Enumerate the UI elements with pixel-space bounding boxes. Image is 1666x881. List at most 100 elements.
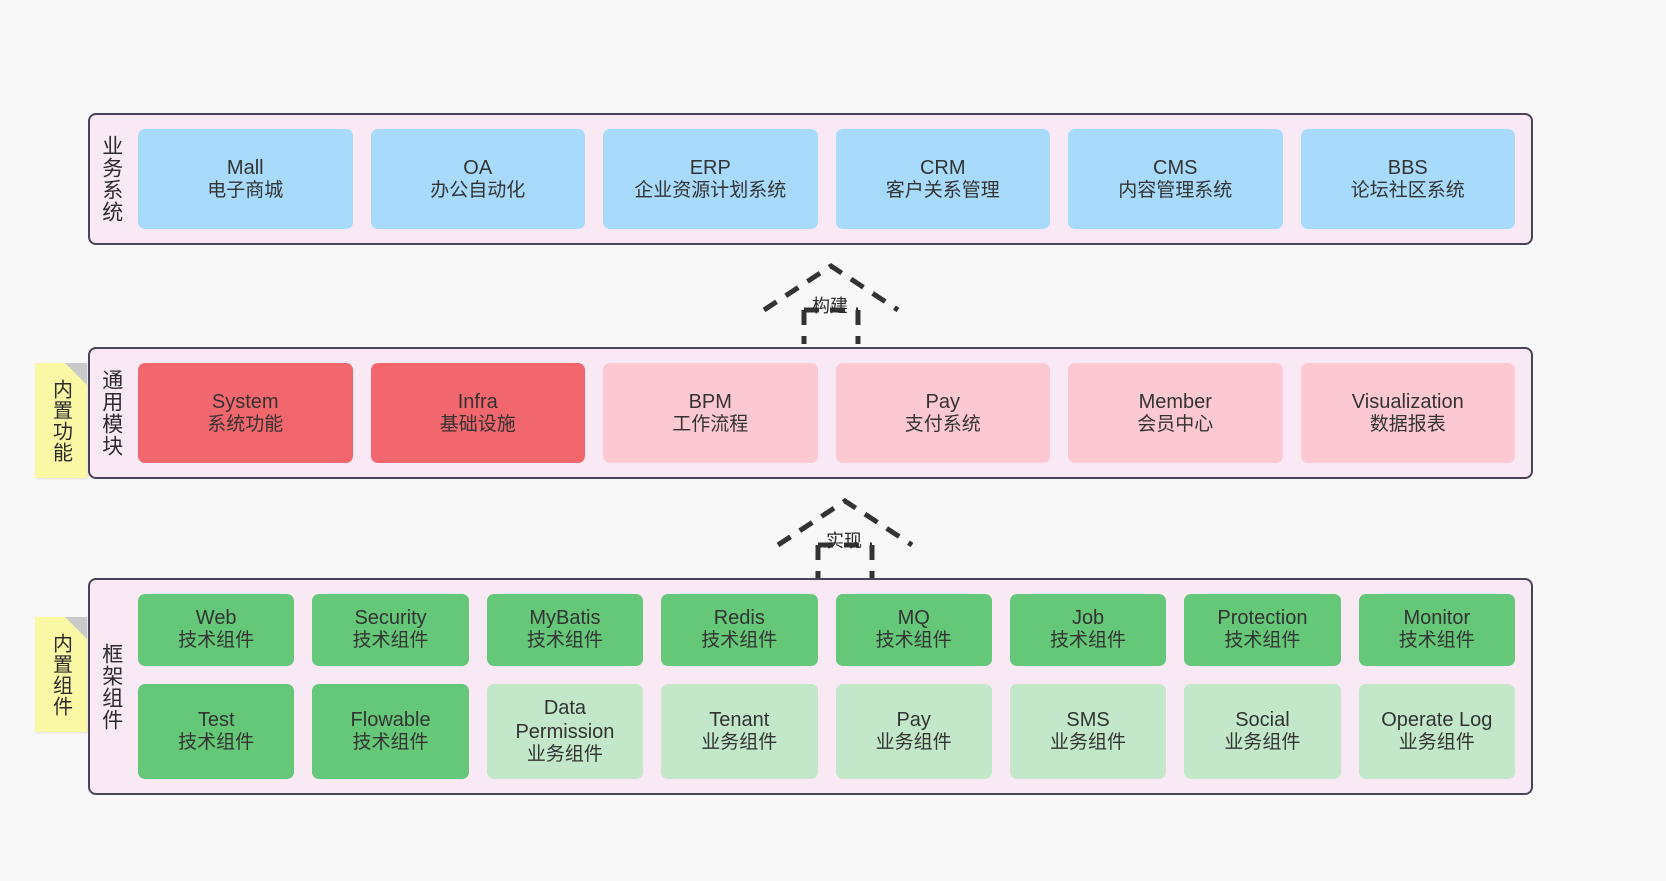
folded-corner-icon — [65, 617, 87, 639]
card-row: Mall 电子商城 OA 办公自动化 ERP 企业资源计划系统 CRM 客户关系… — [138, 129, 1515, 229]
layer-common-modules: 通用模块 System 系统功能 Infra 基础设施 BPM 工作流程 Pay… — [88, 347, 1533, 479]
card-subtitle: 会员中心 — [1137, 413, 1214, 435]
card-redis[interactable]: Redis 技术组件 — [661, 594, 818, 666]
card-subtitle: 技术组件 — [1398, 630, 1475, 652]
card-social[interactable]: Social 业务组件 — [1184, 683, 1341, 779]
connector-build-label: 构建 — [812, 296, 848, 316]
card-subtitle: 支付系统 — [904, 413, 981, 435]
card-title: Data Permission — [515, 696, 615, 743]
layer-business-systems: 业务系统 Mall 电子商城 OA 办公自动化 ERP 企业资源计划系统 CRM… — [88, 113, 1533, 245]
card-title: Visualization — [1351, 390, 1464, 413]
card-title: OA — [463, 156, 493, 179]
card-subtitle: 业务组件 — [1050, 731, 1127, 753]
card-subtitle: 业务组件 — [875, 731, 952, 753]
card-title: Test — [197, 708, 235, 731]
layer-framework-components: 框架组件 Web 技术组件 Security 技术组件 MyBatis 技术组件… — [88, 578, 1533, 795]
connector-build — [756, 258, 906, 346]
layer-title-business-systems: 业务系统 — [99, 135, 123, 223]
card-subtitle: 企业资源计划系统 — [634, 179, 787, 201]
card-title: BBS — [1387, 156, 1428, 179]
layer-title-common-modules: 通用模块 — [99, 369, 123, 457]
layer-body-business-systems: Mall 电子商城 OA 办公自动化 ERP 企业资源计划系统 CRM 客户关系… — [132, 115, 1531, 243]
card-title: Infra — [457, 390, 498, 413]
card-mq[interactable]: MQ 技术组件 — [835, 594, 992, 666]
card-bpm[interactable]: BPM 工作流程 — [603, 363, 818, 463]
sticky-note-builtin-function[interactable]: 内置功能 — [35, 363, 87, 478]
card-subtitle: 技术组件 — [178, 731, 255, 753]
card-subtitle: 技术组件 — [526, 630, 603, 652]
card-row: System 系统功能 Infra 基础设施 BPM 工作流程 Pay 支付系统… — [138, 363, 1515, 463]
card-title: Pay — [925, 390, 960, 413]
card-row-technical: Web 技术组件 Security 技术组件 MyBatis 技术组件 Redi… — [138, 594, 1515, 666]
card-subtitle: 技术组件 — [352, 731, 429, 753]
card-title: System — [211, 390, 279, 413]
card-subtitle: 工作流程 — [672, 413, 749, 435]
card-pay-business[interactable]: Pay 业务组件 — [835, 683, 992, 779]
card-title: CMS — [1153, 156, 1198, 179]
card-monitor[interactable]: Monitor 技术组件 — [1358, 594, 1515, 666]
card-row-business: Test 技术组件 Flowable 技术组件 Data Permission … — [138, 683, 1515, 779]
card-protection[interactable]: Protection 技术组件 — [1184, 594, 1341, 666]
card-title: Protection — [1217, 607, 1308, 630]
card-mybatis[interactable]: MyBatis 技术组件 — [486, 594, 644, 666]
card-subtitle: 论坛社区系统 — [1350, 179, 1465, 201]
card-subtitle: 技术组件 — [701, 630, 778, 652]
card-title: Operate Log — [1381, 708, 1493, 731]
card-subtitle: 电子商城 — [207, 179, 284, 201]
card-visualization[interactable]: Visualization 数据报表 — [1300, 363, 1515, 463]
card-title: Security — [354, 607, 427, 630]
card-bbs[interactable]: BBS 论坛社区系统 — [1300, 129, 1515, 229]
card-system[interactable]: System 系统功能 — [138, 363, 353, 463]
card-test[interactable]: Test 技术组件 — [138, 683, 295, 779]
card-operate-log[interactable]: Operate Log 业务组件 — [1358, 683, 1515, 779]
card-subtitle: 客户关系管理 — [885, 179, 1000, 201]
card-title: Pay — [896, 708, 931, 731]
card-subtitle: 业务组件 — [526, 743, 603, 765]
card-security[interactable]: Security 技术组件 — [312, 594, 469, 666]
card-subtitle: 系统功能 — [207, 413, 284, 435]
card-subtitle: 技术组件 — [1224, 630, 1301, 652]
card-infra[interactable]: Infra 基础设施 — [370, 363, 585, 463]
card-cms[interactable]: CMS 内容管理系统 — [1068, 129, 1283, 229]
card-subtitle: 技术组件 — [1050, 630, 1127, 652]
card-tenant[interactable]: Tenant 业务组件 — [661, 683, 818, 779]
card-sms[interactable]: SMS 业务组件 — [1009, 683, 1167, 779]
card-member[interactable]: Member 会员中心 — [1068, 363, 1283, 463]
connector-implement-label: 实现 — [826, 531, 862, 551]
card-title: MyBatis — [529, 607, 601, 630]
card-title: SMS — [1066, 708, 1110, 731]
card-pay[interactable]: Pay 支付系统 — [835, 363, 1050, 463]
card-flowable[interactable]: Flowable 技术组件 — [312, 683, 469, 779]
card-title: CRM — [919, 156, 966, 179]
card-oa[interactable]: OA 办公自动化 — [370, 129, 585, 229]
generalization-arrow-icon — [762, 263, 900, 344]
card-title: Social — [1235, 708, 1290, 731]
card-title: Member — [1138, 390, 1212, 413]
card-title: Job — [1071, 607, 1105, 630]
card-subtitle: 业务组件 — [1224, 731, 1301, 753]
card-subtitle: 基础设施 — [439, 413, 516, 435]
card-subtitle: 办公自动化 — [430, 179, 526, 201]
sticky-note-builtin-component[interactable]: 内置组件 — [35, 617, 87, 732]
card-job[interactable]: Job 技术组件 — [1009, 594, 1167, 666]
connector-implement — [770, 493, 920, 581]
layer-body-framework-components: Web 技术组件 Security 技术组件 MyBatis 技术组件 Redi… — [132, 580, 1531, 793]
card-title: Redis — [713, 607, 765, 630]
card-data-permission[interactable]: Data Permission 业务组件 — [486, 683, 644, 779]
card-web[interactable]: Web 技术组件 — [138, 594, 295, 666]
sticky-note-label: 内置功能 — [49, 378, 72, 463]
layer-body-common-modules: System 系统功能 Infra 基础设施 BPM 工作流程 Pay 支付系统… — [132, 349, 1531, 477]
card-erp[interactable]: ERP 企业资源计划系统 — [603, 129, 818, 229]
card-subtitle: 技术组件 — [875, 630, 952, 652]
generalization-arrow-icon — [776, 498, 914, 579]
card-crm[interactable]: CRM 客户关系管理 — [835, 129, 1050, 229]
card-subtitle: 内容管理系统 — [1118, 179, 1233, 201]
card-subtitle: 技术组件 — [352, 630, 429, 652]
card-title: Tenant — [709, 708, 770, 731]
card-subtitle: 业务组件 — [701, 731, 778, 753]
card-title: Monitor — [1403, 607, 1471, 630]
layer-title-framework-components: 框架组件 — [99, 642, 123, 731]
card-subtitle: 技术组件 — [178, 630, 255, 652]
card-mall[interactable]: Mall 电子商城 — [138, 129, 353, 229]
